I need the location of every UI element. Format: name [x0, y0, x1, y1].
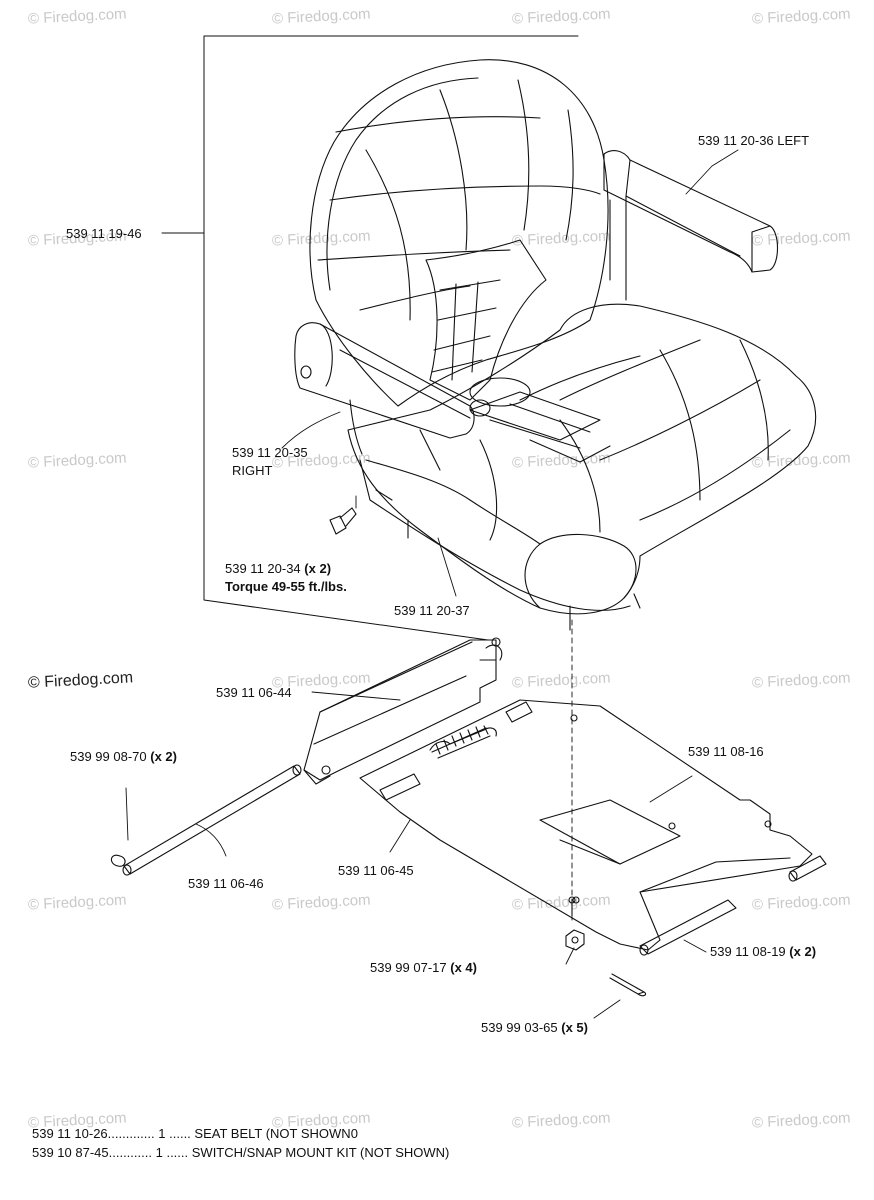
callout-bolt-qty: (x 2): [304, 561, 332, 576]
callout-seat-assembly: 539 11 19-46: [66, 226, 142, 241]
part-dots: ............: [108, 1145, 152, 1160]
callout-clip-qty: (x 2): [150, 749, 177, 764]
armrest-right: [294, 322, 475, 471]
clip-539-99-08-70: [110, 854, 126, 867]
armrest-left: [603, 150, 779, 301]
nut-539-99-07-17: [565, 896, 585, 951]
callout-clip: 539 99 08-70 (x 2): [70, 749, 177, 764]
callout-bolt-number: 539 11 20-34: [225, 561, 301, 576]
seat-back: [309, 59, 609, 407]
callout-cotter-number: 539 99 03-65: [481, 1020, 558, 1035]
callout-pin-number: 539 11 08-19: [710, 944, 786, 959]
callout-seat-pan: 539 11 20-37: [394, 603, 470, 618]
seat-cushion: [347, 303, 817, 615]
seat-center-rails: [469, 377, 611, 463]
seat-pan: [359, 459, 641, 631]
part-description: SWITCH/SNAP MOUNT KIT (NOT SHOWN): [191, 1145, 450, 1160]
spring-539-11-06-45: [379, 701, 533, 801]
callout-torque: Torque 49-55 ft./lbs.: [225, 579, 347, 594]
callout-nut-number: 539 99 07-17: [370, 960, 447, 975]
callout-armrest-left: 539 11 20-36 LEFT: [698, 133, 810, 148]
bolt-539-11-20-34: [329, 507, 357, 535]
callout-pin-qty: (x 2): [789, 944, 817, 959]
part-description: SEAT BELT (NOT SHOWN0: [194, 1126, 358, 1141]
part-sep: ......: [166, 1145, 189, 1160]
seat-back-center-strap: [425, 239, 547, 401]
callout-cotter-qty: (x 5): [561, 1020, 588, 1035]
callout-rod: 539 11 06-46: [188, 876, 264, 891]
callout-bolt: 539 11 20-34 (x 2): [225, 561, 331, 576]
part-qty: 1: [158, 1126, 166, 1141]
callout-nut-qty: (x 4): [450, 960, 477, 975]
callout-hinge-bracket: 539 11 06-44: [216, 685, 292, 700]
parts-list-row: 539 11 10-26............. 1 ...... SEAT …: [32, 1126, 358, 1141]
callout-spring: 539 11 06-45: [338, 863, 414, 878]
callout-clip-number: 539 99 08-70: [70, 749, 147, 764]
callout-armrest-right-side: RIGHT: [232, 463, 273, 478]
callout-base-plate: 539 11 08-16: [688, 744, 764, 759]
rod-539-11-06-46: [122, 764, 302, 876]
callout-armrest-right-number: 539 11 20-35: [232, 445, 308, 460]
assembly-bracket: [161, 35, 579, 641]
parts-list-row: 539 10 87-45............ 1 ...... SWITCH…: [32, 1145, 449, 1160]
callout-nut: 539 99 07-17 (x 4): [370, 960, 477, 975]
part-qty: 1: [155, 1145, 163, 1160]
callout-pin: 539 11 08-19 (x 2): [710, 944, 816, 959]
part-sep: ......: [169, 1126, 191, 1141]
part-dots: .............: [107, 1126, 155, 1141]
part-number: 539 10 87-45: [32, 1145, 109, 1160]
base-plate: [359, 699, 813, 951]
callout-cotter-pin: 539 99 03-65 (x 5): [481, 1020, 588, 1035]
pin-539-11-08-19: [639, 855, 827, 956]
cotter-pin-539-99-03-65: [609, 973, 647, 997]
hinge-bracket: [303, 637, 503, 785]
part-number: 539 11 10-26: [32, 1126, 108, 1141]
